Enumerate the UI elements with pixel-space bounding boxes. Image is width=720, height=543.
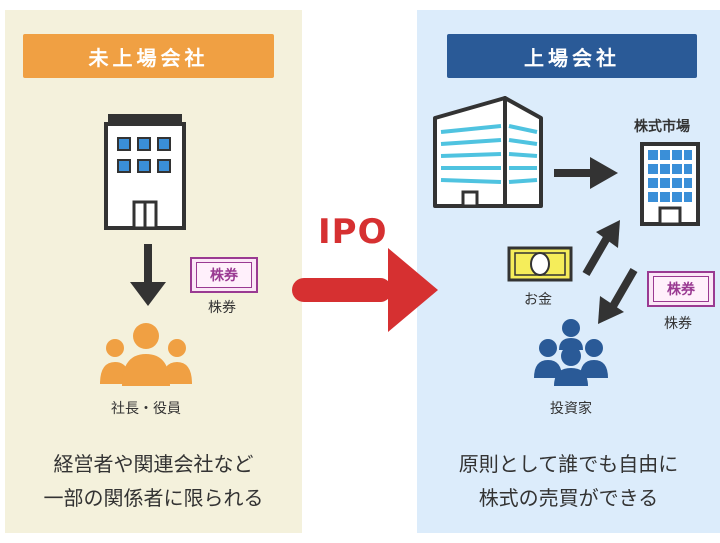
ipo-arrow-icon: [292, 248, 438, 332]
stock-certificate-icon: 株券: [190, 257, 258, 293]
listed-description-line2: 株式の売買ができる: [478, 486, 659, 510]
ipo-label: IPO: [318, 212, 388, 252]
investors-icon: [534, 319, 608, 386]
down-arrow-icon: [130, 244, 166, 306]
building-icon: [104, 114, 186, 230]
money-label: お金: [524, 292, 552, 308]
stock-certificate-text: 株券: [653, 276, 709, 302]
up-right-arrow-icon: [582, 220, 620, 277]
stock-certificate-icon: 株券: [647, 271, 715, 307]
investors-label: 投資家: [550, 401, 592, 417]
stock-certificate-text: 株券: [196, 262, 252, 288]
office-building-icon: [433, 96, 543, 208]
stock-certificate-label: 株券: [208, 300, 236, 316]
executives-icon: [100, 323, 192, 386]
unlisted-company-title: 未上場会社: [23, 34, 274, 78]
unlisted-description-line2: 一部の関係者に限られる: [43, 486, 264, 510]
money-icon: [507, 246, 573, 282]
right-arrow-icon: [554, 157, 618, 189]
stock-market-label: 株式市場: [634, 119, 690, 135]
executives-label: 社長・役員: [111, 401, 181, 417]
stock-certificate-label: 株券: [664, 316, 692, 332]
down-left-arrow-icon: [598, 267, 638, 324]
unlisted-description: 経営者や関連会社など 一部の関係者に限られる: [5, 447, 302, 515]
unlisted-description-line1: 経営者や関連会社など: [53, 452, 254, 476]
listed-description-line1: 原則として誰でも自由に: [458, 452, 679, 476]
listed-company-title: 上場会社: [447, 34, 697, 78]
listed-description: 原則として誰でも自由に 株式の売買ができる: [417, 447, 720, 515]
stock-market-building-icon: [640, 142, 700, 226]
